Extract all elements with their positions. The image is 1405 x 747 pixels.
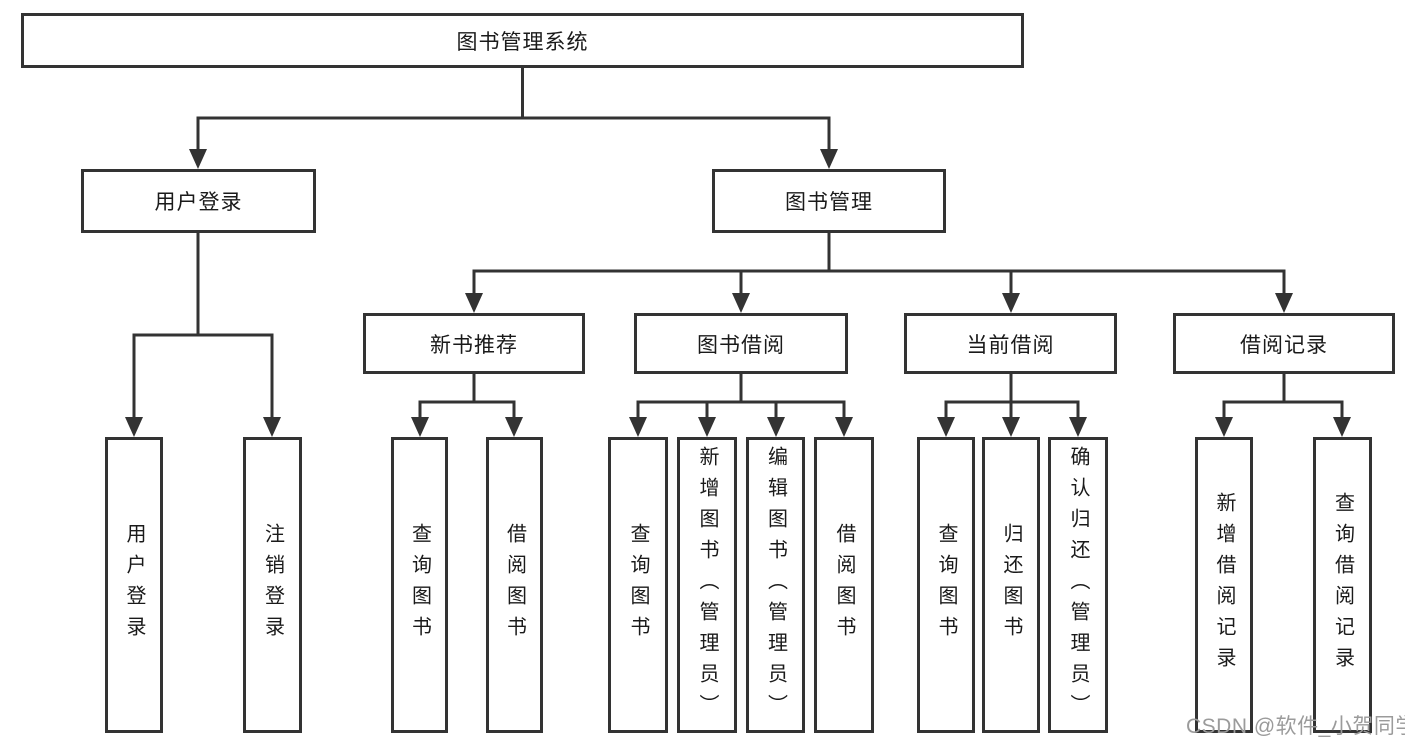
leaf-label: 新增图书（管理员）: [696, 445, 718, 725]
node-book-borrow: 图书借阅: [634, 313, 848, 374]
leaf-label: 新增借阅记录: [1213, 492, 1235, 678]
node-root-system: 图书管理系统: [21, 13, 1024, 68]
leaf-add-borrow-record: 新增借阅记录: [1195, 437, 1253, 733]
leaf-label: 借阅图书: [503, 523, 526, 647]
node-book-management: 图书管理: [712, 169, 946, 233]
leaf-query-borrow-record: 查询借阅记录: [1313, 437, 1372, 733]
leaf-borrow-books-recommend: 借阅图书: [486, 437, 543, 733]
leaf-user-login: 用户登录: [105, 437, 163, 733]
leaf-label: 用户登录: [123, 523, 145, 647]
leaf-borrow-books-borrow: 借阅图书: [814, 437, 874, 733]
leaf-query-books-current: 查询图书: [917, 437, 975, 733]
leaf-query-books-borrow: 查询图书: [608, 437, 668, 733]
leaf-label: 查询图书: [935, 523, 957, 647]
leaf-logout: 注销登录: [243, 437, 302, 733]
leaf-label: 注销登录: [261, 523, 284, 647]
node-borrow-records: 借阅记录: [1173, 313, 1395, 374]
csdn-watermark: CSDN @软件_小贺同学: [1186, 715, 1405, 738]
leaf-label: 借阅图书: [833, 523, 855, 647]
node-new-book-recommend: 新书推荐: [363, 313, 585, 374]
leaf-add-book-admin: 新增图书（管理员）: [677, 437, 737, 733]
leaf-label: 查询借阅记录: [1331, 492, 1354, 678]
leaf-label: 确认归还（管理员）: [1067, 445, 1089, 725]
leaf-label: 查询图书: [627, 523, 649, 647]
node-user-login: 用户登录: [81, 169, 316, 233]
leaf-edit-book-admin: 编辑图书（管理员）: [746, 437, 805, 733]
leaf-query-books-recommend: 查询图书: [391, 437, 448, 733]
leaf-return-book: 归还图书: [982, 437, 1040, 733]
leaf-label: 归还图书: [1000, 523, 1022, 647]
node-current-borrow: 当前借阅: [904, 313, 1117, 374]
leaf-confirm-return-admin: 确认归还（管理员）: [1048, 437, 1108, 733]
leaf-label: 查询图书: [408, 523, 431, 647]
leaf-label: 编辑图书（管理员）: [764, 445, 787, 725]
